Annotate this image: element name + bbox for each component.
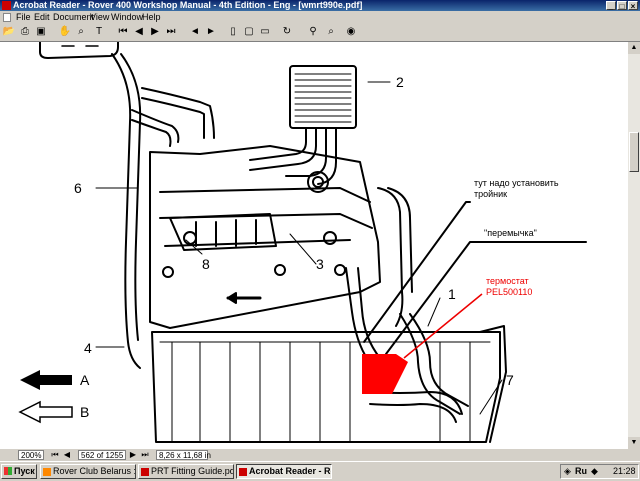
zoom-field[interactable]: 200% (18, 450, 44, 460)
legend-arrow-a (20, 370, 72, 390)
title-bar: Acrobat Reader - Rover 400 Workshop Manu… (0, 0, 640, 11)
document-icon[interactable] (3, 13, 11, 22)
go-forward-icon[interactable]: ► (206, 26, 216, 37)
language-indicator[interactable]: Ru (575, 466, 587, 476)
windows-logo-icon (4, 467, 12, 475)
window-title: Acrobat Reader - Rover 400 Workshop Manu… (13, 0, 363, 10)
task-acrobat-reader[interactable]: Acrobat Reader - Rov... (236, 464, 332, 479)
note-thermostat-line1: термостат (486, 276, 529, 286)
fit-width-icon[interactable]: ▭ (260, 26, 270, 37)
heater-matrix (289, 65, 357, 129)
note-thermostat-line2: PEL500110 (486, 287, 533, 297)
go-back-icon[interactable]: ◄ (190, 26, 200, 37)
start-label: Пуск (14, 466, 35, 476)
page-size-display: 8,26 x 11,68 in (156, 450, 211, 460)
menu-help[interactable]: Help (142, 12, 161, 22)
callout-3: 3 (316, 256, 324, 272)
bypass-hose (111, 53, 141, 369)
legend-label-b: B (80, 404, 90, 420)
engine-cooling-diagram (18, 42, 587, 443)
fit-page-icon[interactable]: ▢ (244, 26, 254, 37)
vertical-scrollbar[interactable]: ▲ ▼ (628, 42, 640, 449)
system-tray: ◈ Ru ◆ 21:28 (560, 464, 639, 479)
last-page-icon[interactable]: ⏭ (166, 26, 176, 37)
menu-view[interactable]: View (90, 12, 110, 22)
status-bar: 200% ⏮ ◀ 562 of 1255 ▶ ⏭ 8,26 x 11,68 in (0, 449, 640, 461)
acrobat-app-icon[interactable] (2, 1, 11, 10)
web-icon[interactable]: ◉ (346, 26, 356, 37)
acrobat-icon (239, 468, 247, 476)
zoom-icon[interactable]: ⌕ (78, 26, 84, 37)
note-tee-line2: тройник (474, 189, 508, 199)
print-icon[interactable]: ⎙ (21, 26, 29, 37)
next-page-icon[interactable]: ▶ (151, 26, 159, 37)
tray-network-icon[interactable]: ◈ (564, 466, 571, 476)
task-prt-fitting-guide[interactable]: PRT Fitting Guide.pdf (S... (138, 464, 234, 479)
task-rover-club[interactable]: Rover Club Belarus :: Пр... (40, 464, 136, 479)
page-indicator[interactable]: 562 of 1255 (78, 450, 126, 460)
first-page-icon[interactable]: ⏮ (118, 26, 128, 37)
close-button[interactable]: × (628, 1, 638, 11)
start-button[interactable]: Пуск (1, 464, 37, 479)
menu-file[interactable]: File (16, 12, 31, 22)
clock: 21:28 (613, 466, 636, 476)
status-next-page-icon[interactable]: ▶ (129, 450, 137, 459)
menu-document[interactable]: Document (53, 12, 95, 22)
legend-arrow-b (18, 400, 73, 424)
scroll-down-icon[interactable]: ▼ (628, 437, 640, 449)
hand-icon[interactable]: ✋ (58, 26, 72, 37)
search-icon[interactable]: ⌕ (328, 26, 334, 37)
actual-size-icon[interactable]: ▯ (230, 26, 236, 37)
task-label: Rover Club Belarus :: Пр... (53, 466, 136, 476)
note-tee-line1: тут надо установить (474, 178, 559, 188)
radiator (151, 331, 501, 443)
menu-bar: File Edit Document View Window Help (0, 11, 640, 24)
expansion-tank (39, 42, 119, 59)
callout-4: 4 (84, 340, 92, 356)
taskbar: Пуск Rover Club Belarus :: Пр... PRT Fit… (0, 461, 640, 481)
task-label: Acrobat Reader - Rov... (249, 466, 331, 476)
scroll-up-icon[interactable]: ▲ (628, 42, 640, 54)
tray-volume-icon[interactable]: ◆ (591, 466, 598, 476)
status-last-page-icon[interactable]: ⏭ (141, 450, 149, 459)
callout-7: 7 (506, 372, 514, 388)
scroll-thumb[interactable] (629, 132, 639, 172)
callout-8: 8 (202, 256, 210, 272)
legend-label-a: A (80, 372, 90, 388)
note-jumper: "перемычка" (484, 228, 537, 238)
status-prev-page-icon[interactable]: ◀ (63, 450, 71, 459)
callout-6: 6 (74, 180, 82, 196)
open-icon[interactable]: 📂 (2, 26, 16, 37)
browser-icon (43, 468, 51, 476)
maximize-button[interactable]: □ (617, 1, 627, 11)
menu-window[interactable]: Window (111, 12, 144, 22)
save-icon[interactable]: ▣ (36, 26, 46, 37)
callout-1: 1 (448, 286, 456, 302)
rotate-icon[interactable]: ↻ (282, 26, 292, 37)
thermostat-marker (362, 354, 408, 394)
pdf-icon (141, 468, 149, 476)
minimize-button[interactable]: _ (606, 1, 616, 11)
find-icon[interactable]: ⚲ (309, 26, 317, 37)
select-text-icon[interactable]: T (95, 26, 103, 37)
prev-page-icon[interactable]: ◀ (135, 26, 143, 37)
engine-block (149, 145, 381, 329)
callout-2: 2 (396, 74, 404, 90)
task-label: PRT Fitting Guide.pdf (S... (151, 466, 234, 476)
menu-edit[interactable]: Edit (34, 12, 50, 22)
toolbar: 📂 ⎙ ▣ ✋ ⌕ T ⏮ ◀ ▶ ⏭ ◄ ► ▯ ▢ ▭ ↻ ⚲ ⌕ ◉ (0, 24, 640, 42)
status-first-page-icon[interactable]: ⏮ (51, 450, 59, 459)
document-view[interactable]: 2 6 4 8 3 1 7 A B тут надо установить тр… (0, 42, 628, 449)
